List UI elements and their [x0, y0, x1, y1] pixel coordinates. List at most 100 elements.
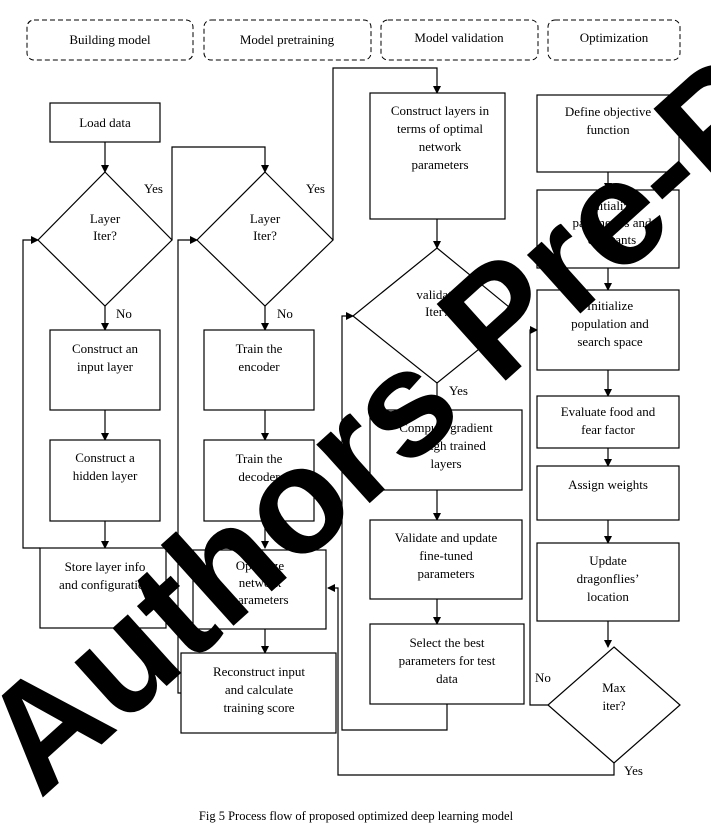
node-construct-hidden-layer: Construct a hidden layer	[49, 439, 161, 522]
label-line: Construct layers in	[391, 103, 490, 118]
node-construct-input-layer: Construct an input layer	[49, 329, 161, 411]
label-line: Evaluate food and	[561, 404, 656, 419]
node-assign-weights: Assign weights	[536, 465, 680, 521]
edge-label-yes: Yes	[144, 181, 163, 196]
phase-model-pretraining: Model pretraining	[203, 19, 372, 61]
loop-max-no-to-population	[529, 326, 548, 706]
label-line: through trained	[406, 438, 486, 453]
label-line: hidden layer	[73, 468, 138, 483]
label-line: Optimize	[236, 558, 285, 573]
label-line: Iter?	[253, 228, 277, 243]
label-line: population and	[571, 316, 649, 331]
node-optimize-network-parameters: Optimize network parameters	[192, 549, 327, 630]
node-compute-gradient: Compute gradient through trained layers	[369, 409, 523, 491]
decision-max-iter: Max iter?	[547, 646, 681, 764]
label-line: fine-tuned	[419, 548, 473, 563]
phase-model-validation: Model validation	[380, 19, 539, 61]
label-line: input layer	[77, 359, 134, 374]
label-line: Define objective	[565, 104, 651, 119]
edge-label-yes: Yes	[306, 181, 325, 196]
label-line: Max	[602, 680, 626, 695]
label-line: Initialize	[587, 298, 633, 313]
label-line: Construct an	[72, 341, 139, 356]
label-line: constants	[588, 232, 636, 247]
phase-label: Optimization	[580, 30, 649, 45]
label-line: Layer	[250, 211, 281, 226]
arrow-yes-to-validation	[332, 67, 441, 240]
label-line: Select the best	[409, 635, 484, 650]
label-line: Iter?	[93, 228, 117, 243]
label-line: iter?	[602, 698, 625, 713]
label-line: parameters	[231, 592, 288, 607]
label-line: network	[239, 575, 282, 590]
svg-text:Load data: Load data	[79, 115, 131, 130]
label-line: data	[436, 671, 458, 686]
phase-optimization: Optimization	[547, 19, 681, 61]
node-initialize-population: Initialize population and search space	[536, 289, 680, 371]
label-line: Initialize	[589, 198, 635, 213]
phase-label: Building model	[69, 32, 151, 47]
label-line: search space	[577, 334, 643, 349]
label-line: Validate and update	[395, 530, 498, 545]
label-line: validate	[416, 287, 457, 302]
node-initialize-parameters: Initialize parameters and constants	[536, 189, 680, 269]
label-line: parameters	[411, 157, 468, 172]
edge-label-yes: Yes	[624, 763, 643, 778]
label-line: dragonflies’	[577, 571, 640, 586]
label-line: Iter?	[425, 304, 449, 319]
label-line: location	[587, 589, 629, 604]
label-line: decoder	[238, 469, 280, 484]
label-line: Reconstruct input	[213, 664, 305, 679]
label-line: and configuration	[59, 577, 152, 592]
phase-building-model: Building model	[26, 19, 194, 61]
edge-label-no: No	[277, 306, 293, 321]
label-line: encoder	[238, 359, 280, 374]
label-line: Compute gradient	[399, 420, 493, 435]
node-define-objective: Define objective function	[536, 94, 680, 173]
label-line: Construct a	[75, 450, 135, 465]
node-store-layer-info: Store layer info and configuration	[39, 547, 167, 629]
label-line: parameters	[417, 566, 474, 581]
phase-label: Model pretraining	[240, 32, 335, 47]
connectors	[22, 67, 615, 776]
label-line: Update	[589, 553, 627, 568]
label-line: function	[586, 122, 630, 137]
edge-label-yes: Yes	[449, 383, 468, 398]
label-line: and calculate	[225, 682, 293, 697]
node-validate-update: Validate and update fine-tuned parameters	[369, 519, 523, 600]
edge-label-no: No	[535, 670, 551, 685]
label-line: Layer	[90, 211, 121, 226]
edge-label-no: No	[116, 306, 132, 321]
label-line: layers	[430, 456, 461, 471]
phase-label: Model validation	[414, 30, 504, 45]
label-line: parameters and	[572, 215, 652, 230]
node-load-data: Load data	[49, 102, 161, 143]
arrow-yes-to-pretraining	[171, 146, 269, 240]
loop-store-to-iter	[22, 236, 40, 549]
label-line: network	[419, 139, 462, 154]
loop-select-to-validate	[341, 312, 448, 731]
label-line: Store layer info	[65, 559, 146, 574]
